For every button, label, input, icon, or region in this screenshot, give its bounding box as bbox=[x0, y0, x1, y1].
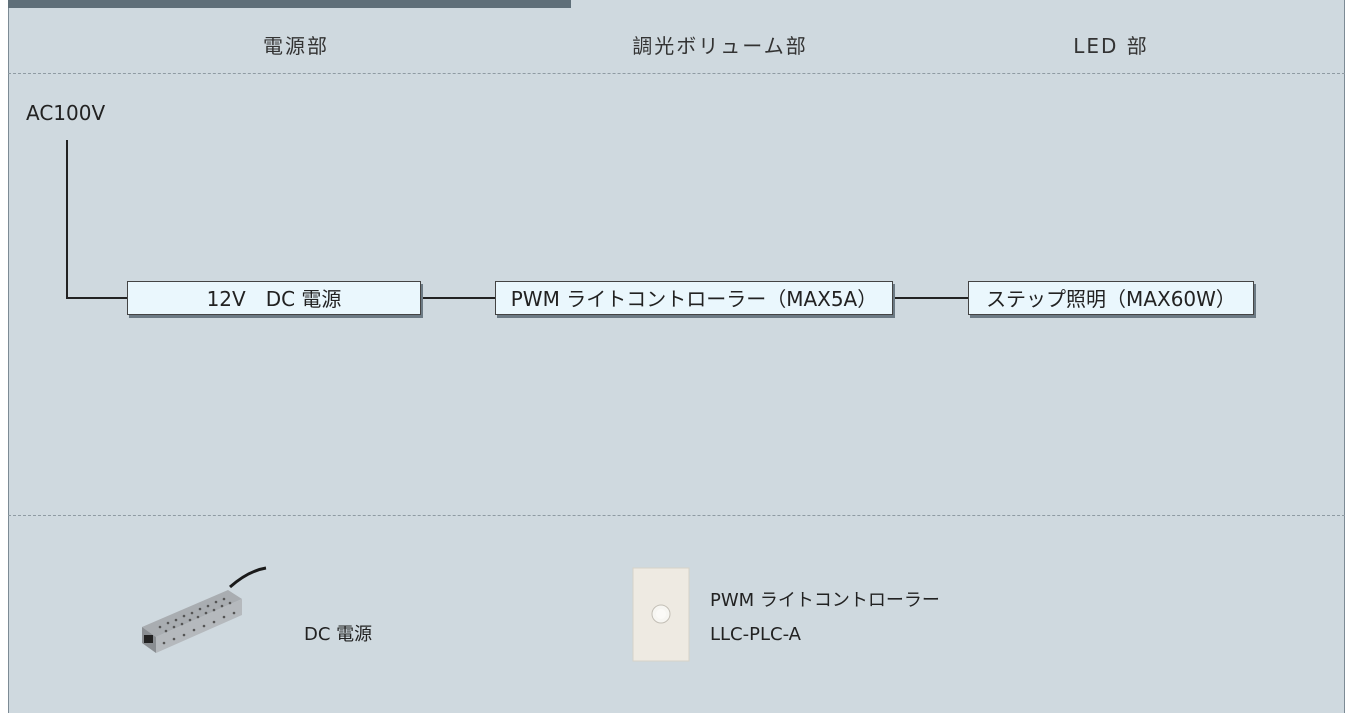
wire-ac-to-psu bbox=[66, 140, 129, 299]
section-divider bbox=[8, 515, 1345, 516]
top-accent-bar bbox=[8, 0, 571, 8]
column-header-led: LED 部 bbox=[1073, 34, 1149, 58]
psu-product-label: DC 電源 bbox=[304, 624, 373, 645]
controller-product-image bbox=[632, 567, 690, 662]
psu-block: 12V DC 電源 bbox=[127, 281, 421, 315]
controller-product-model: LLC-PLC-A bbox=[710, 624, 801, 645]
header-divider bbox=[8, 73, 1345, 74]
column-header-power: 電源部 bbox=[263, 34, 329, 58]
ac-source-label: AC100V bbox=[26, 101, 106, 125]
controller-block: PWM ライトコントローラー（MAX5A） bbox=[495, 281, 893, 315]
column-header-dimmer: 調光ボリューム部 bbox=[632, 34, 808, 58]
psu-product-image bbox=[142, 566, 267, 653]
controller-product-name: PWM ライトコントローラー bbox=[710, 590, 940, 611]
lamp-block: ステップ照明（MAX60W） bbox=[968, 281, 1254, 315]
